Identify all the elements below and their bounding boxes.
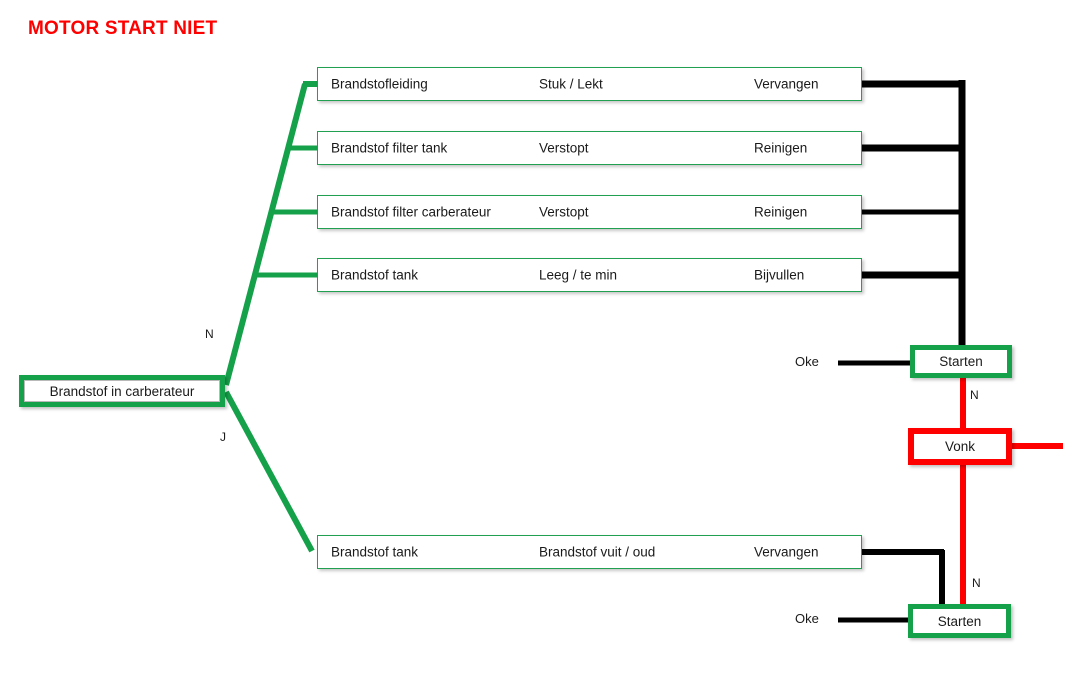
edge-label-oke-bottom: Oke (795, 611, 819, 626)
node-starten-bottom[interactable]: Starten (908, 604, 1011, 638)
page-title: MOTOR START NIET (28, 18, 218, 39)
edge-label-n-vonk: N (970, 388, 979, 402)
fault-action: Reinigen (754, 140, 808, 156)
fault-action: Bijvullen (754, 267, 805, 283)
edge-label-branch-yes: J (220, 430, 226, 444)
fault-row-2[interactable]: Brandstof filter tank Verstopt Reinigen (317, 131, 862, 165)
node-brandstof-in-carberateur[interactable]: Brandstof in carberateur (19, 375, 225, 407)
node-root-label: Brandstof in carberateur (49, 383, 195, 399)
fault-symptom: Stuk / Lekt (539, 76, 603, 92)
green-trunk-upper (223, 83, 308, 386)
fault-component: Brandstof tank (331, 267, 419, 283)
node-starten-top-label: Starten (939, 354, 983, 369)
fault-row-3[interactable]: Brandstof filter carberateur Verstopt Re… (317, 195, 862, 229)
edge-label-n-bottom: N (972, 576, 981, 590)
fault-row-1[interactable]: Brandstofleiding Stuk / Lekt Vervangen (317, 67, 862, 101)
fault-row-5[interactable]: Brandstof tank Brandstof vuit / oud Verv… (317, 535, 862, 569)
fault-component: Brandstof tank (331, 544, 419, 560)
node-vonk[interactable]: Vonk (908, 428, 1012, 465)
fault-component: Brandstofleiding (331, 76, 428, 92)
node-starten-bottom-label: Starten (937, 613, 982, 629)
fault-symptom: Verstopt (539, 140, 589, 156)
node-root-inner: Brandstof in carberateur (24, 380, 220, 402)
fault-action: Vervangen (754, 76, 819, 92)
green-trunk-lower (223, 390, 315, 553)
fault-row-4[interactable]: Brandstof tank Leeg / te min Bijvullen (317, 258, 862, 292)
node-starten-top[interactable]: Starten (910, 345, 1012, 378)
node-vonk-label: Vonk (944, 439, 976, 454)
fault-component: Brandstof filter carberateur (331, 204, 491, 220)
edge-label-branch-no: N (205, 327, 214, 341)
edge-label-oke-top: Oke (795, 354, 819, 369)
fault-action: Vervangen (754, 544, 819, 560)
fault-symptom: Leeg / te min (539, 267, 618, 283)
fault-action: Reinigen (754, 204, 808, 220)
fault-component: Brandstof filter tank (331, 140, 448, 156)
fault-symptom: Verstopt (539, 204, 589, 220)
fault-symptom: Brandstof vuit / oud (539, 544, 656, 560)
